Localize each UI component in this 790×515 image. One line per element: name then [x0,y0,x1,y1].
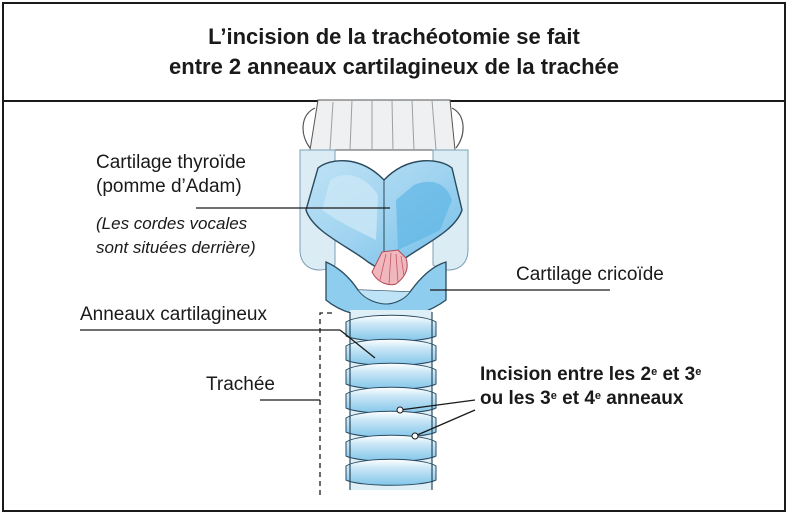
rings-label: Anneaux cartilagineux [80,302,267,327]
vocal-note-line1: (Les cordes vocales [96,212,247,236]
thyroid-label-line2: (pomme d’Adam) [96,174,242,199]
incision-label-line1: Incision entre les 2e et 3e [480,362,701,387]
trachea-rings [346,310,436,490]
hyoid-membrane [303,100,463,150]
incision-label-line2: ou les 3e et 4e anneaux [480,386,683,411]
trachea-ring [346,363,436,389]
trachea-bracket [320,313,336,495]
vocal-note-line2: sont situées derrière) [96,236,256,260]
trachea-ring [346,339,436,365]
trachea-ring [346,459,436,485]
trachea-ring [346,435,436,461]
trachea-ring [346,387,436,413]
trachea-ring [346,315,436,341]
trachea-label: Trachée [206,372,275,397]
cricoid-label: Cartilage cricoïde [516,262,664,287]
thyroid-label-line1: Cartilage thyroïde [96,150,246,175]
